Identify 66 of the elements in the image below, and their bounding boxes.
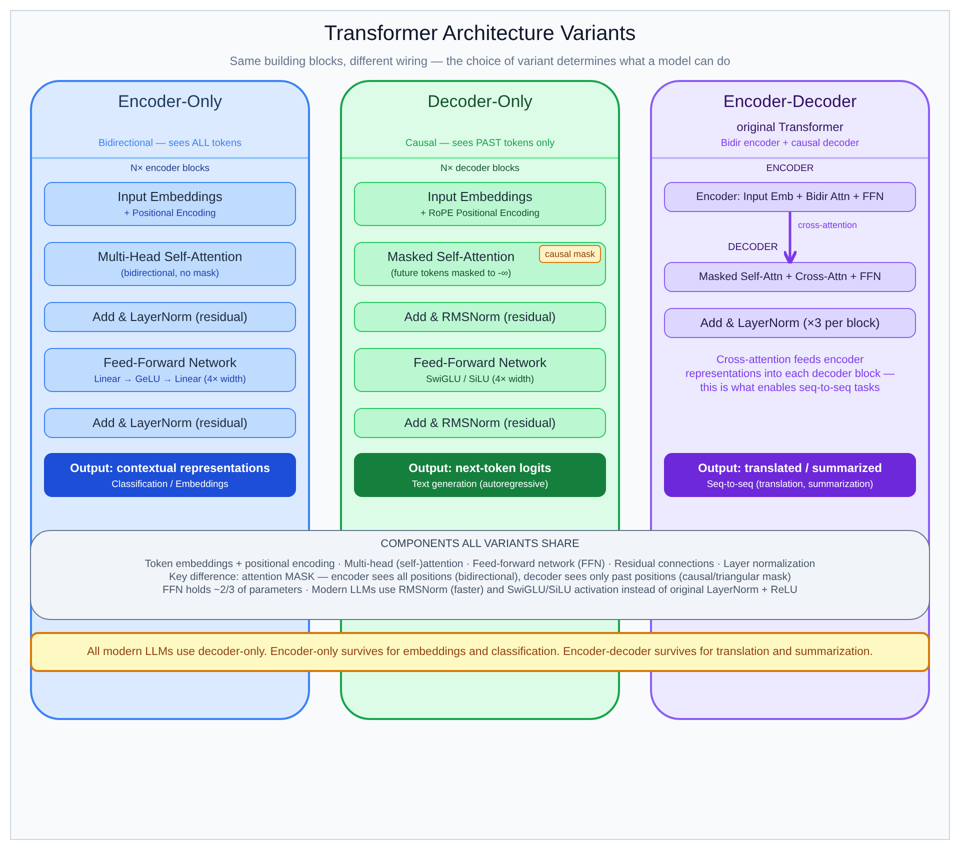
layer-detail: Classification / Embeddings: [112, 478, 228, 490]
annotation-text: Cross-attention feeds encoder representations into each decoder block — this is what enables seq-to-seq tasks: [684, 354, 896, 396]
column-title: Encoder-Decoder: [722, 92, 858, 112]
layer-box: [354, 408, 606, 438]
layer-box: [664, 182, 916, 212]
column-title: Decoder-Only: [426, 92, 534, 112]
layer-box: [354, 242, 606, 286]
column-tagline: Bidirectional — sees ALL tokens: [97, 138, 243, 149]
layer-name: Output: next-token logits: [408, 460, 552, 474]
layer-box: [44, 348, 296, 392]
layer-name: Encoder: Input Emb + Bidir Attn + FFN: [696, 191, 884, 203]
column-subtitle: original Transformer: [736, 120, 844, 134]
layer-detail: SwiGLU / SiLU (4× width): [426, 374, 534, 385]
diagram-title: Transformer Architecture Variants: [323, 22, 637, 46]
layer-detail: + RoPE Positional Encoding: [420, 208, 540, 219]
layer-detail: (bidirectional, no mask): [120, 268, 220, 279]
output-box: [354, 453, 606, 497]
section-heading: N× encoder blocks: [130, 163, 210, 174]
layer-name: Add & RMSNorm (residual): [404, 310, 556, 324]
layer-name: Multi-Head Self-Attention: [98, 249, 242, 264]
summary-note: [30, 632, 930, 672]
edge-label: cross-attention: [798, 220, 858, 230]
shared-components-panel: [30, 530, 930, 620]
causal-mask-badge: [539, 245, 601, 263]
layer-name: Feed-Forward Network: [104, 355, 236, 370]
panel-text: Key difference: attention MASK — encoder sees all positions (bidirectional), decoder sees only past positions (causal/triangular mask): [169, 571, 791, 583]
layer-name: Masked Self-Attention: [387, 249, 515, 264]
layer-box: [44, 242, 296, 286]
layer-name: Add & LayerNorm (×3 per block): [700, 316, 880, 330]
layer-name: Input Embeddings: [428, 189, 532, 204]
layer-box: [44, 182, 296, 226]
layer-name: Feed-Forward Network: [414, 355, 546, 370]
layer-name: Masked Self-Attn + Cross-Attn + FFN: [698, 271, 882, 283]
layer-name: Add & RMSNorm (residual): [404, 416, 556, 430]
layer-box: [354, 302, 606, 332]
panel-text: FFN holds ~2/3 of parameters · Modern LLMs use RMSNorm (faster) and SwiGLU/SiLU activation instead of original LayerNorm + ReLU: [162, 584, 798, 596]
layer-box: [664, 262, 916, 292]
layer-box: [354, 182, 606, 226]
layer-detail: Text generation (autoregressive): [412, 478, 548, 490]
layer-box: [44, 302, 296, 332]
layer-detail: + Positional Encoding: [124, 208, 216, 219]
column-tagline: Bidir encoder + causal decoder: [720, 138, 860, 149]
diagram-subtitle: Same building blocks, different wiring — the choice of variant determines what a model can do: [228, 54, 732, 68]
layer-box: [354, 348, 606, 392]
layer-detail: (future tokens masked to -∞): [390, 268, 512, 279]
layer-name: Input Embeddings: [118, 189, 222, 204]
section-heading: DECODER: [728, 242, 778, 253]
column-tagline: Causal — sees PAST tokens only: [404, 138, 556, 149]
section-heading: N× decoder blocks: [440, 163, 520, 174]
note-text: All modern LLMs use decoder-only. Encoder-only survives for embeddings and classification. Encoder-decoder survives for translation and summarization.: [87, 646, 873, 658]
column-title: Encoder-Only: [117, 92, 223, 112]
layer-box: [664, 308, 916, 338]
layer-name: Add & LayerNorm (residual): [92, 310, 248, 324]
layer-box: [44, 408, 296, 438]
badge-text: causal mask: [544, 249, 596, 259]
layer-detail: Seq-to-seq (translation, summarization): [706, 478, 874, 490]
layer-name: Add & LayerNorm (residual): [92, 416, 248, 430]
panel-heading: COMPONENTS ALL VARIANTS SHARE: [380, 538, 580, 550]
layer-name: Output: translated / summarized: [698, 460, 882, 474]
output-box: [664, 453, 916, 497]
output-box: [44, 453, 296, 497]
layer-detail: Linear → GeLU → Linear (4× width): [94, 374, 246, 385]
layer-name: Output: contextual representations: [70, 460, 270, 474]
section-heading: ENCODER: [765, 163, 815, 174]
arrow: [782, 212, 798, 265]
panel-text: Token embeddings + positional encoding · Multi-head (self-)attention · Feed-forward network (FFN) · Residual connections · Layer normalization: [144, 558, 816, 570]
